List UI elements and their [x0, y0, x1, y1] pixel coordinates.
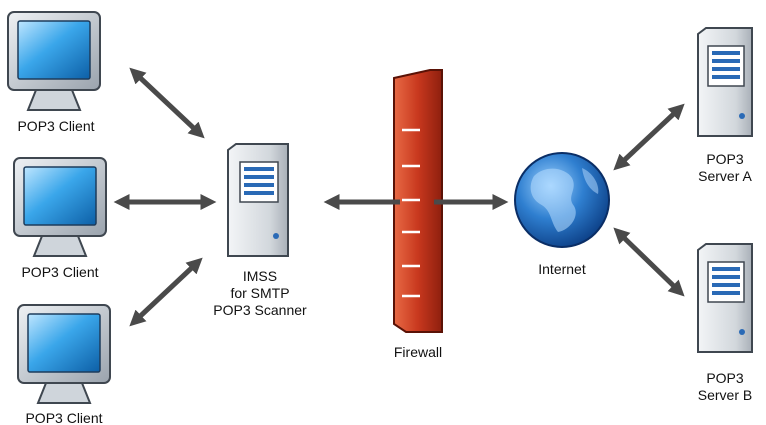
internet-label: Internet [538, 261, 586, 277]
scanner-label: IMSS for SMTP POP3 Scanner [213, 268, 307, 318]
client-1-label: POP3 Client [17, 118, 95, 134]
server-b-icon [697, 243, 753, 353]
client-monitor-icon [17, 304, 111, 404]
internet-globe-icon [514, 152, 610, 248]
arrow-internet-server-b [613, 227, 685, 297]
client-2-label: POP3 Client [21, 264, 99, 280]
client-3-label: POP3 Client [25, 410, 103, 425]
client-monitor-icon [7, 11, 101, 111]
server-a-label: POP3 Server A [698, 151, 752, 184]
server-b-label: POP3 Server B [697, 370, 753, 403]
client-monitor-icon [13, 157, 107, 257]
arrow-internet-server-a [613, 103, 685, 171]
scanner-server-icon [227, 143, 289, 257]
server-a-icon [697, 27, 753, 137]
firewall-icon [393, 69, 443, 333]
arrow-client1-scanner [129, 67, 205, 139]
arrow-client3-scanner [129, 257, 203, 327]
firewall-label: Firewall [393, 344, 443, 360]
